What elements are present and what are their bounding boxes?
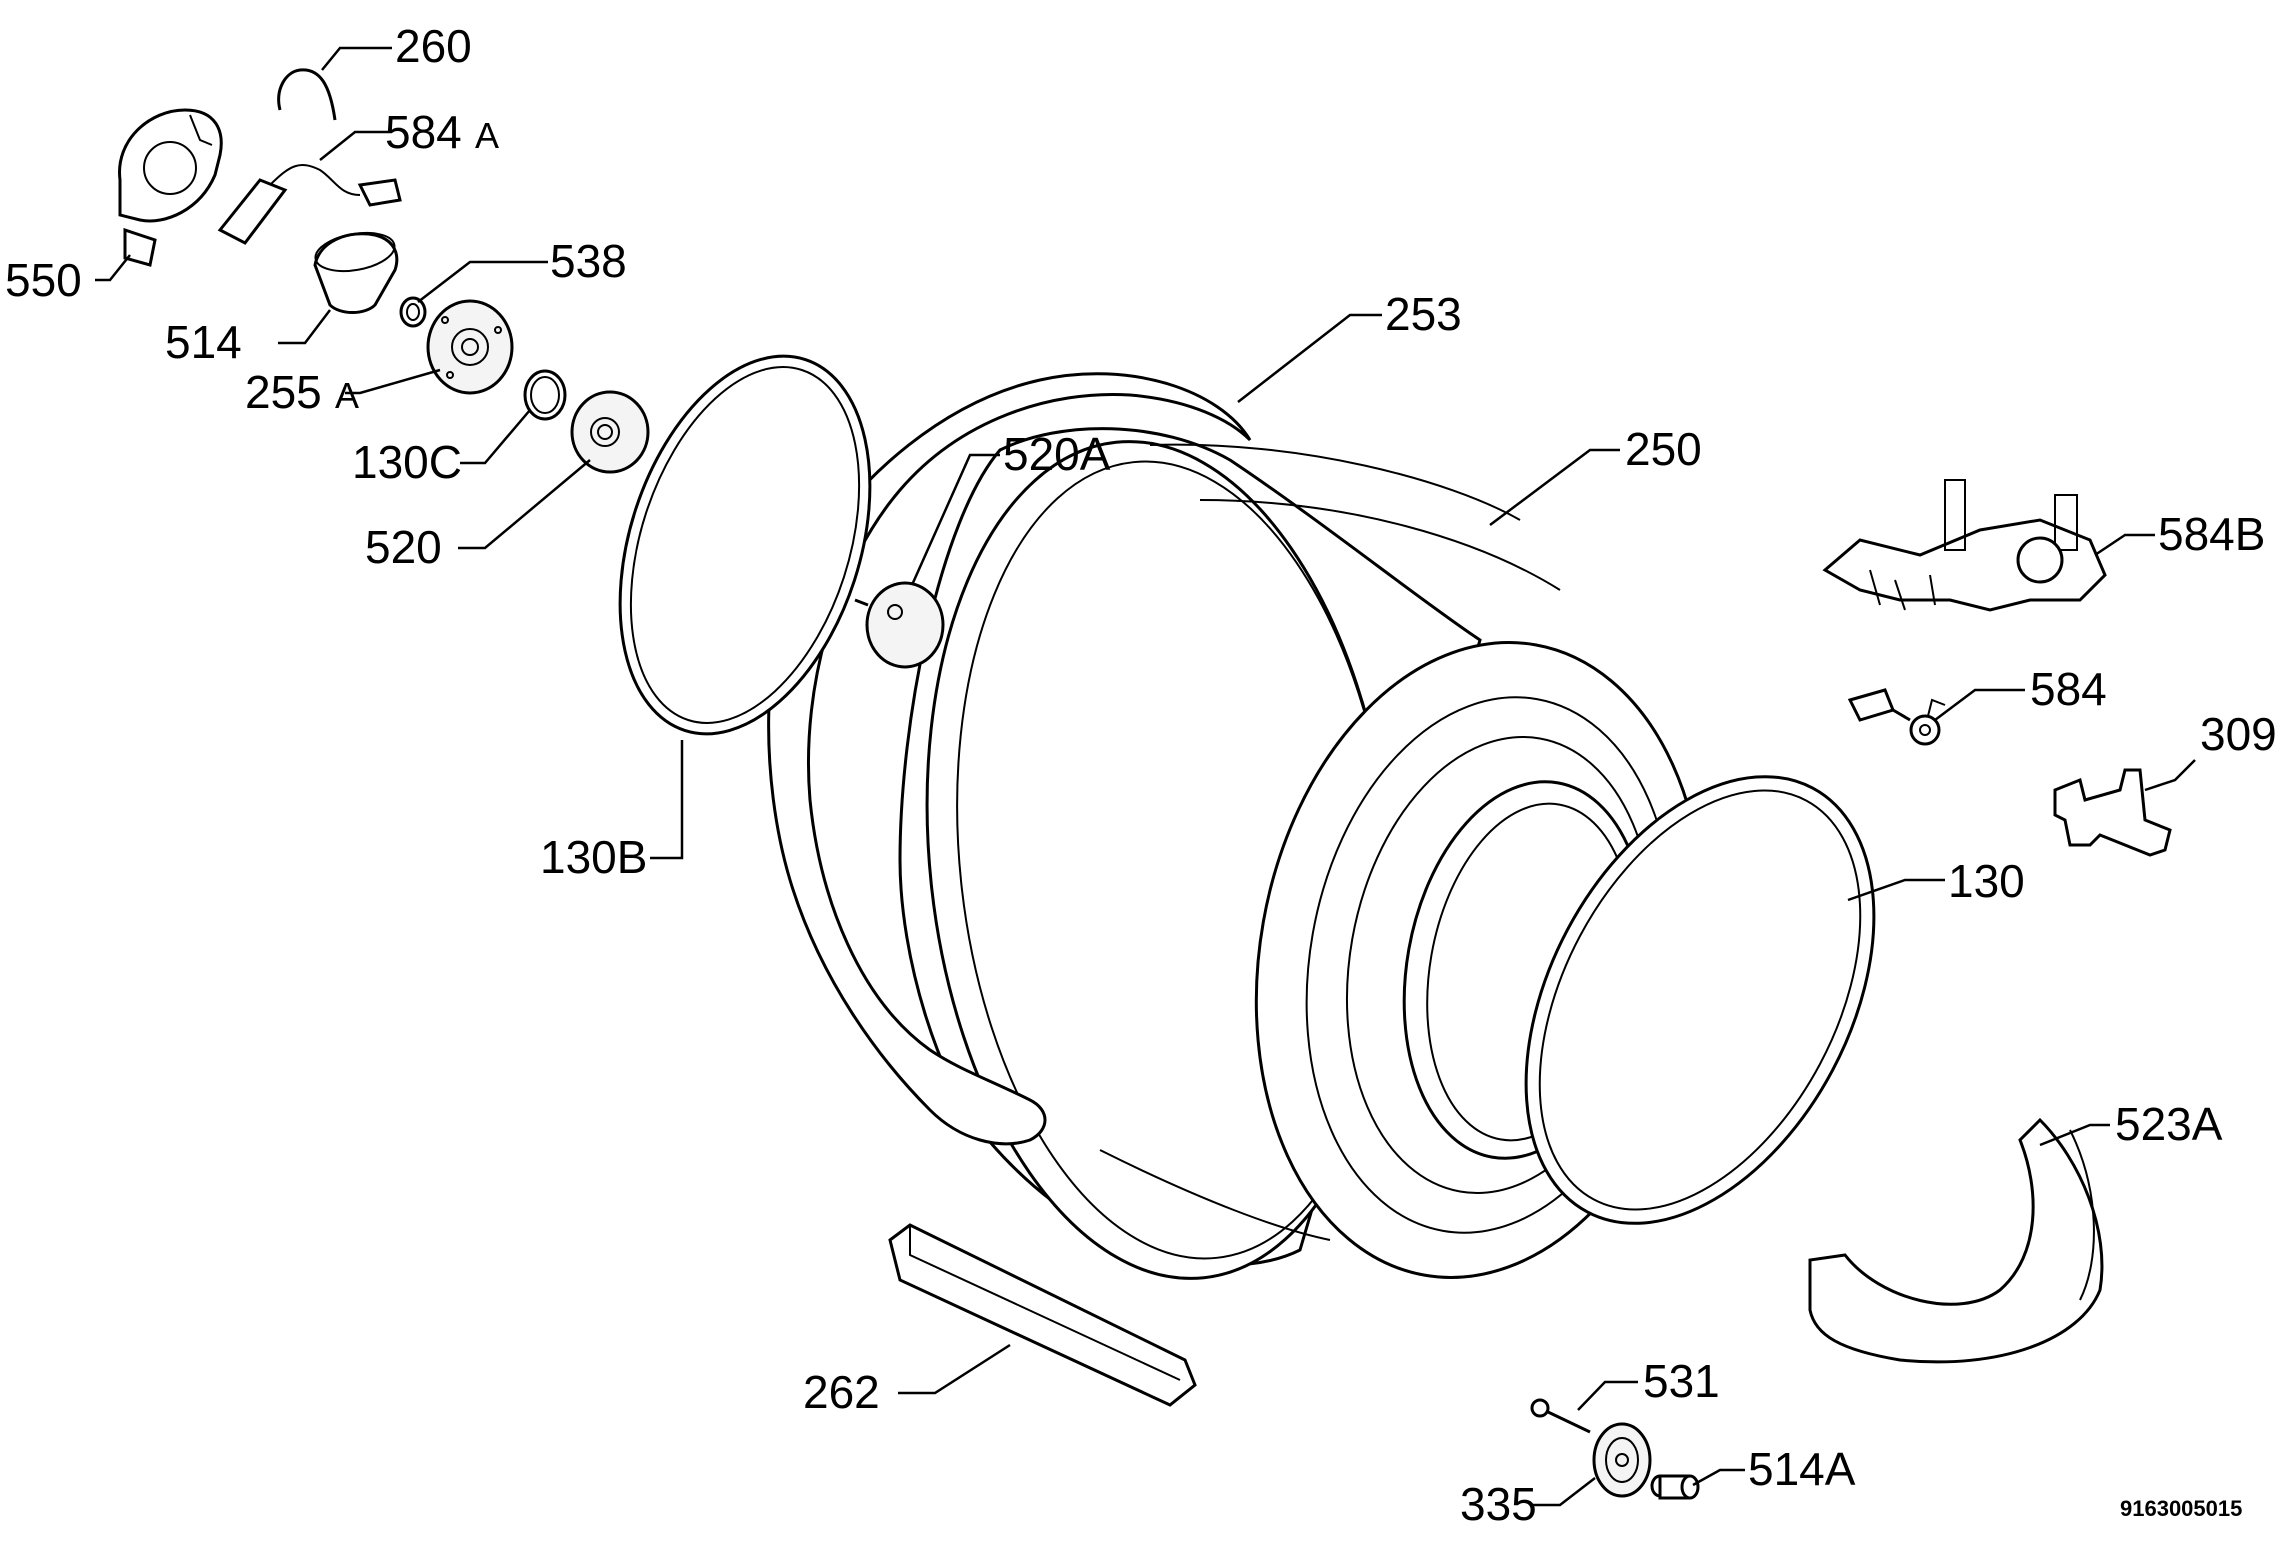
label-584b: 584B [2158,508,2265,560]
label-514: 514 [165,316,242,368]
label-531: 531 [1643,1355,1720,1407]
wire-part-260 [277,68,337,121]
label-260: 260 [395,20,472,72]
label-538: 538 [550,235,627,287]
bearing-plate-part-520a [854,581,945,669]
label-335: 335 [1460,1478,1537,1530]
felt-part-523a [1808,1117,2104,1364]
sensor-part-584 [1847,688,1946,746]
label-584a-suffix: A [475,115,499,156]
label-253: 253 [1385,288,1462,340]
label-250: 250 [1625,423,1702,475]
leader-lines [95,46,2196,1507]
label-255a: 255 [245,366,322,418]
label-309: 309 [2200,708,2277,760]
label-255a-suffix: A [335,375,359,416]
label-584a: 584 [385,106,462,158]
washer-part-538 [399,296,427,328]
label-130b: 130B [540,831,647,883]
seal-ring-part-130b [618,354,872,736]
ring-part-130c [523,369,567,421]
label-520a: 520A [1003,428,1111,480]
seal-ring-part-130 [1524,775,1876,1225]
label-523a: 523A [2115,1098,2223,1150]
bearing-part-520 [570,390,650,474]
label-262: 262 [803,1366,880,1418]
support-part-550 [118,108,223,267]
bracket-part-309 [2053,768,2172,857]
thermostat-holder-part-584b [1822,479,2107,612]
part-labels: 260 584 A 550 538 514 255 A 130C 520 253… [5,20,2277,1530]
document-number: 9163005015 [2120,1496,2242,1521]
label-130: 130 [1948,855,2025,907]
spacer-part-514a [1650,1474,1700,1500]
label-550: 550 [5,254,82,306]
label-584: 584 [2030,663,2107,715]
sleeve-part-514 [313,231,399,314]
drum-part-250 [898,427,1706,1280]
label-520: 520 [365,521,442,573]
pad-part-262 [888,1223,1197,1407]
label-514a: 514A [1748,1443,1856,1495]
connector-part-584a [217,164,402,245]
roller-part-335 [1592,1422,1652,1498]
screw-part-531 [1530,1398,1591,1434]
label-130c: 130C [352,436,462,488]
bearing-housing-part-255a [426,299,514,395]
